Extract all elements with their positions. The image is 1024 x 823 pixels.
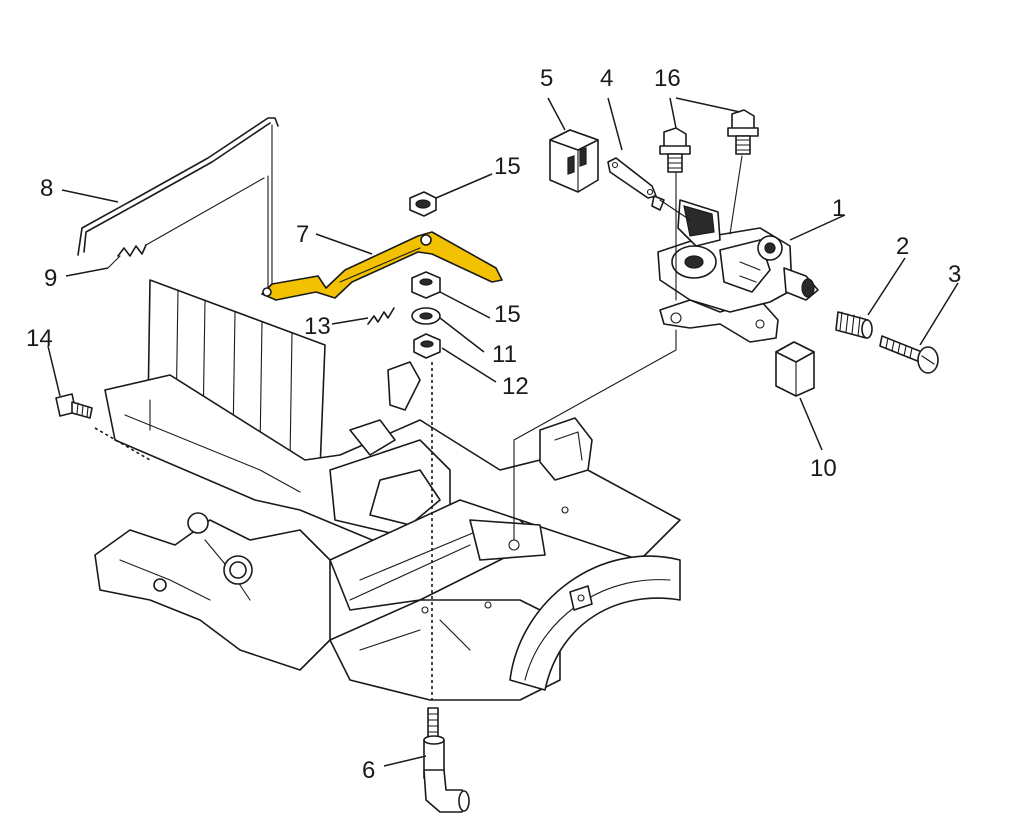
callout-2: 2 <box>896 233 909 260</box>
leader-part1-to-pad <box>513 329 677 541</box>
callout-9: 9 <box>44 265 57 292</box>
callout-5: 5 <box>540 65 553 92</box>
callout-8: 8 <box>40 175 53 202</box>
part-12-nut <box>413 333 441 359</box>
part-4-link <box>607 157 665 211</box>
callout-11: 11 <box>492 341 517 368</box>
part-6-stud <box>423 707 470 813</box>
callout-6: 6 <box>362 757 375 784</box>
part-2-spring <box>835 311 873 339</box>
callout-15-lower: 15 <box>494 301 521 328</box>
part-1-actuator-assembly <box>657 155 819 343</box>
callout-1: 1 <box>832 195 845 222</box>
part-16-screw-right <box>727 109 759 155</box>
part-9-spring <box>107 177 265 269</box>
callout-labels: 1 2 3 4 5 6 7 8 9 10 11 12 13 14 15 15 1… <box>26 65 961 784</box>
callout-16: 16 <box>654 65 681 92</box>
part-8-cable <box>77 117 279 293</box>
part-11-washer <box>411 307 441 325</box>
part-15-bushing-lower <box>411 271 441 299</box>
part-7-lever-highlighted <box>261 231 503 301</box>
callout-14: 14 <box>26 325 53 352</box>
part-13-clip <box>367 307 395 325</box>
part-16-screw-left <box>659 127 691 173</box>
callout-7: 7 <box>296 221 309 248</box>
callout-3: 3 <box>948 261 961 288</box>
callout-15-top: 15 <box>494 153 521 180</box>
part-15-nut-top <box>409 191 437 217</box>
part-5-block <box>549 129 599 193</box>
part-14-bolt <box>55 393 151 461</box>
part-10-pad <box>775 341 815 397</box>
part-3-screw <box>879 335 939 374</box>
callout-10: 10 <box>810 455 837 482</box>
leader-lines <box>47 97 959 767</box>
chassis-housing <box>94 279 681 701</box>
callout-4: 4 <box>600 65 613 92</box>
callout-13: 13 <box>304 313 331 340</box>
callout-12: 12 <box>502 373 529 400</box>
